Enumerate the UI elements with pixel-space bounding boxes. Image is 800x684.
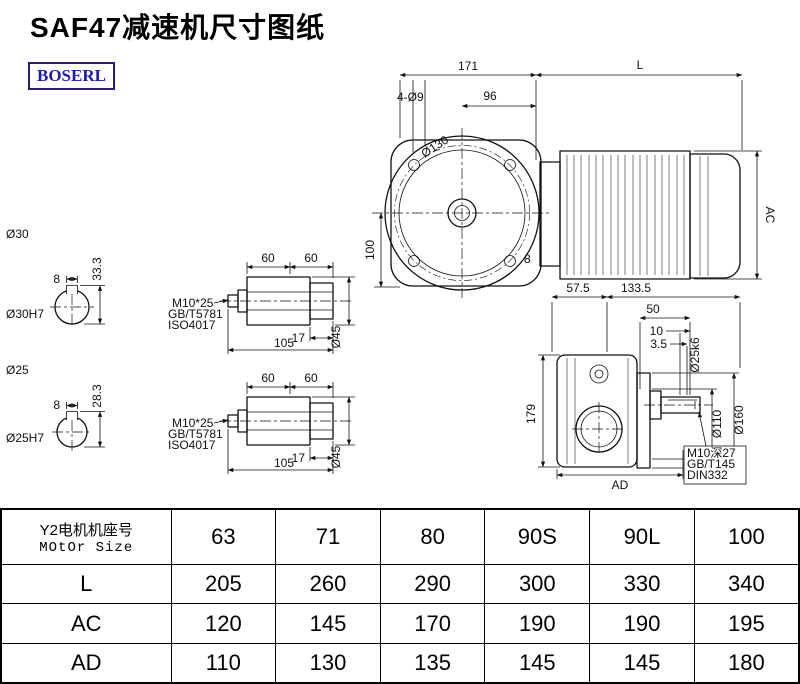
value-cell: 195 xyxy=(693,603,800,644)
bore30-key-label: 8 xyxy=(53,272,60,286)
fan-cover xyxy=(689,153,741,279)
bore30-depth-label: 33.3 xyxy=(90,257,104,281)
value-cell: 330 xyxy=(589,564,695,605)
dim-keyway-label: 8 xyxy=(524,252,531,266)
screw-std1-label: GB/T5781 xyxy=(168,427,223,441)
bore30-dia-label: Ø30 xyxy=(6,227,29,241)
dim-57-label: 57.5 xyxy=(566,281,590,295)
bore-section-25: Ø25 8 28.3 Ø25H7 xyxy=(6,363,105,451)
screw-std2-label: ISO4017 xyxy=(168,438,216,452)
dim-holes-label: 4-Ø9 xyxy=(397,90,424,104)
bore25-fit-label: Ø25H7 xyxy=(6,431,44,445)
dim-3-5-label: 3.5 xyxy=(650,337,667,351)
output-flange xyxy=(636,372,651,469)
value-cell: 260 xyxy=(275,564,381,605)
flange-outer-circle xyxy=(384,135,540,291)
value-cell: 300 xyxy=(484,564,591,605)
motor-size-header-cell: Y2电机机座号 MOtOr Size xyxy=(0,508,172,566)
col-header: 100 xyxy=(693,508,800,566)
page-title: SAF47减速机尺寸图纸 xyxy=(30,12,326,43)
technical-drawing: 171 L 4-Ø9 96 Ø130 100 8 xyxy=(6,58,777,492)
value-cell: 340 xyxy=(693,564,800,605)
value-cell: 190 xyxy=(589,603,695,644)
value-cell: 180 xyxy=(693,642,800,684)
value-cell: 205 xyxy=(170,564,277,605)
bore-section-30: Ø30 8 33.3 Ø30H7 xyxy=(6,227,105,328)
dim-50-label: 50 xyxy=(646,302,660,316)
value-cell: 145 xyxy=(275,603,381,644)
col-header: 71 xyxy=(275,508,381,566)
dim-d45-label: Ø45 xyxy=(329,325,343,348)
side-view: 57.5 133.5 50 10 3.5 Ø25k6 Ø160 Ø110 xyxy=(524,281,747,492)
dim-17-label: 17 xyxy=(292,451,306,465)
bore25-depth-label: 28.3 xyxy=(90,384,104,408)
table-row-AC: AC 120 145 170 190 190 195 xyxy=(0,603,800,644)
tap-note-box xyxy=(683,445,747,485)
col-header: 63 xyxy=(170,508,277,566)
col-header: 80 xyxy=(379,508,486,566)
dim-ac-label: AC xyxy=(763,207,777,224)
dim-100-label: 100 xyxy=(363,240,377,260)
value-cell: 120 xyxy=(170,603,277,644)
screw-std1-label: GB/T5781 xyxy=(168,307,223,321)
value-cell: 290 xyxy=(379,564,486,605)
tap-std2-label: DIN332 xyxy=(687,468,728,482)
dim-d110-label: Ø110 xyxy=(710,409,724,438)
bore25-key-label: 8 xyxy=(53,398,60,412)
dim-10-label: 10 xyxy=(650,324,664,338)
bolt-hole xyxy=(408,159,420,171)
tap-std1-label: GB/T145 xyxy=(687,457,735,471)
dim-105-label: 105 xyxy=(274,336,294,350)
table-row-AD: AD 110 130 135 145 145 180 xyxy=(0,642,800,684)
value-cell: 110 xyxy=(170,642,277,684)
front-view: 171 L 4-Ø9 96 Ø130 100 8 xyxy=(363,58,743,298)
value-cell: 170 xyxy=(379,603,486,644)
value-cell: 130 xyxy=(275,642,381,684)
brand-logo: BOSERL xyxy=(28,62,115,90)
row-label: L xyxy=(0,564,172,605)
dim-60a-label: 60 xyxy=(261,371,275,385)
dim-60b-label: 60 xyxy=(304,371,318,385)
bore25-dia-label: Ø25 xyxy=(6,363,29,377)
screw-spec-label: M10*25 xyxy=(172,416,214,430)
dim-17-label: 17 xyxy=(292,331,306,345)
value-cell: 135 xyxy=(379,642,486,684)
col-header: 90S xyxy=(484,508,591,566)
dim-ad-label: AD xyxy=(612,478,629,492)
motor-size-table: Y2电机机座号 MOtOr Size 63 71 80 90S 90L 100 … xyxy=(0,508,800,684)
row-label: AC xyxy=(0,603,172,644)
header-en: MOtOr Size xyxy=(39,539,134,556)
dim-171-label: 171 xyxy=(458,59,478,73)
hollow-shaft-lower: 60 60 17 105 Ø45 M10*25 GB/T5781 ISO4017 xyxy=(168,371,355,474)
dim-105-label: 105 xyxy=(274,456,294,470)
hollow-shaft-upper: 60 60 17 105 Ø45 M10*25 GB/T5781 ISO4017 xyxy=(168,251,355,354)
motor-adapter xyxy=(539,161,561,267)
table-row-header: Y2电机机座号 MOtOr Size 63 71 80 90S 90L 100 xyxy=(0,508,800,566)
dim-l-label: L xyxy=(637,58,644,72)
dim-60a-label: 60 xyxy=(261,251,275,265)
bolt-hole xyxy=(408,255,420,267)
bore30-fit-label: Ø30H7 xyxy=(6,307,44,321)
dim-96-label: 96 xyxy=(483,89,497,103)
dim-d45-label: Ø45 xyxy=(329,445,343,468)
shaft-fit-label: Ø25k6 xyxy=(688,337,702,373)
screw-std2-label: ISO4017 xyxy=(168,318,216,332)
dim-133-label: 133.5 xyxy=(621,281,651,295)
value-cell: 190 xyxy=(484,603,591,644)
dim-60b-label: 60 xyxy=(304,251,318,265)
screw-spec-label: M10*25 xyxy=(172,296,214,310)
value-cell: 145 xyxy=(484,642,591,684)
dim-179-label: 179 xyxy=(524,404,538,424)
tap-spec-label: M10深27 xyxy=(687,446,736,460)
bolt-hole xyxy=(504,159,516,171)
header-cn: Y2电机机座号 xyxy=(39,521,133,539)
gearbox-housing-outline xyxy=(390,139,542,287)
col-header: 90L xyxy=(589,508,695,566)
motor-view: AC xyxy=(539,150,777,280)
row-label: AD xyxy=(0,642,172,684)
bolt-hole xyxy=(504,255,516,267)
dim-d160-label: Ø160 xyxy=(732,405,746,435)
value-cell: 145 xyxy=(589,642,695,684)
table-row-L: L 205 260 290 300 330 340 xyxy=(0,564,800,605)
